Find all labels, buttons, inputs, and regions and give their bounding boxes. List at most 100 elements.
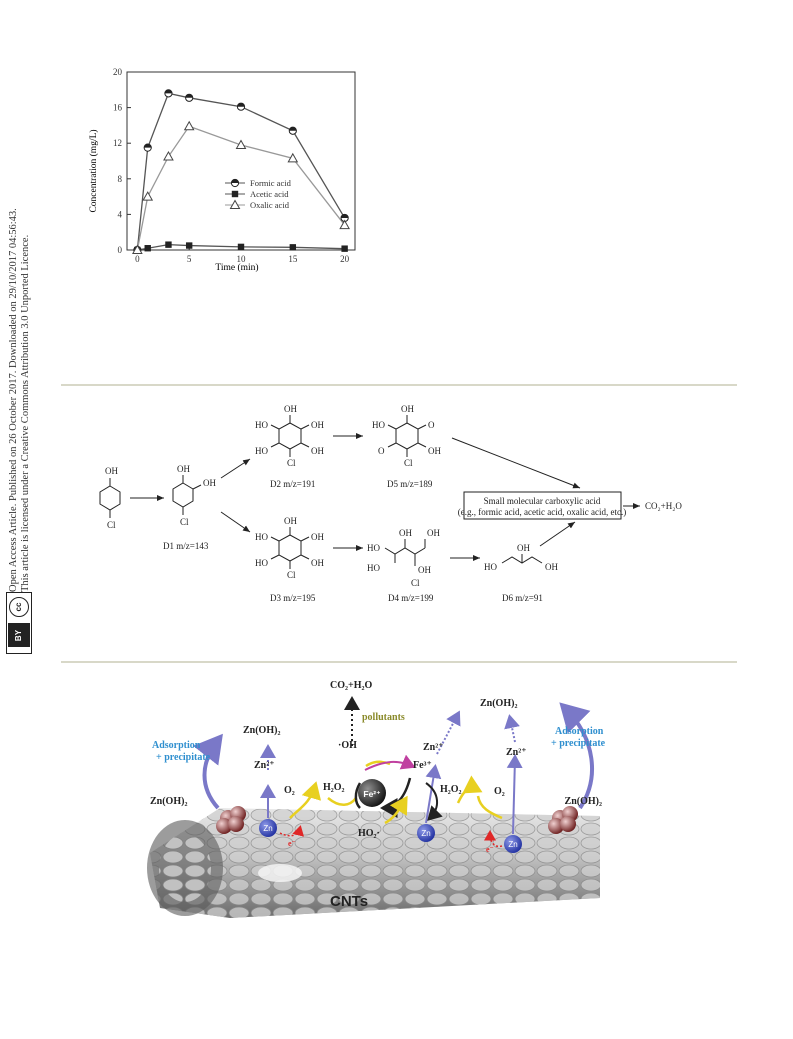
- precipitate-right-icon: [548, 806, 578, 834]
- legend-label: Oxalic acid: [250, 200, 290, 210]
- d3-cl: Cl: [287, 570, 296, 580]
- adsorption-right-line1: Adsorption: [555, 726, 604, 737]
- h2o2-left-label: H₂O₂: [323, 782, 345, 793]
- legend-marker-fill: [231, 179, 239, 183]
- electron-left-label: e⁻: [288, 839, 296, 848]
- license-sidebar: Open Access Article. Published on 26 Oct…: [0, 0, 40, 660]
- cnt-tube: [147, 808, 600, 918]
- data-point-oxalic-acid: [183, 120, 195, 131]
- d5-o1: O: [428, 420, 435, 430]
- y-tick-label: 8: [118, 174, 123, 184]
- d4-label: D4 m/z=199: [388, 593, 434, 603]
- precipitate-left-icon: [216, 806, 246, 834]
- d1-label: D1 m/z=143: [163, 541, 209, 551]
- cnts-label: CNTs: [330, 893, 368, 910]
- legend-marker: [231, 190, 239, 198]
- d6-oh: OH: [517, 543, 530, 553]
- data-point-formic-acid-fill: [185, 94, 193, 98]
- d3-ho1: HO: [255, 532, 268, 542]
- data-point-oxalic-acid: [142, 191, 154, 201]
- adsorption-left-line2: + precipitate: [156, 752, 211, 763]
- znoh2-top-right-label: Zn(OH)₂: [480, 698, 517, 709]
- box-line-1: Small molecular carboxylic acid: [484, 496, 601, 506]
- data-point-oxalic-acid: [235, 139, 247, 149]
- d5-label: D5 m/z=189: [387, 479, 433, 489]
- d6-label: D6 m/z=91: [502, 593, 543, 603]
- product-co2-h2o: CO₂+H₂O: [645, 501, 682, 511]
- adsorption-arrow-left: [193, 733, 223, 810]
- d2-ho1: HO: [255, 420, 268, 430]
- oh-radical-label: ·OH: [338, 740, 357, 751]
- data-point-formic-acid-fill: [237, 103, 245, 107]
- data-point-acetic-acid: [144, 245, 151, 252]
- data-point-acetic-acid: [289, 244, 297, 251]
- zn-ball-mid-icon: Zn: [417, 824, 435, 842]
- by-icon: BY: [8, 623, 30, 647]
- zn-ball-right-icon: Zn: [504, 835, 522, 853]
- d6-ho: HO: [484, 562, 497, 572]
- data-point-acetic-acid: [237, 243, 245, 251]
- d2-cl: Cl: [287, 458, 296, 468]
- d4-oh1: OH: [399, 528, 412, 538]
- plot-frame: [126, 71, 356, 251]
- fe3-label: Fe³⁺: [413, 760, 432, 771]
- adsorption-arrow-right: [559, 702, 594, 810]
- data-point-acetic-acid: [165, 241, 172, 248]
- o2-left-label: O₂: [284, 785, 295, 796]
- legend-label: Acetic acid: [250, 189, 289, 199]
- ho2-label: HO₂·: [358, 828, 380, 839]
- o2-right-label: O₂: [494, 786, 505, 797]
- data-point-acetic-acid: [185, 242, 193, 249]
- electron-right-label: e⁻: [486, 845, 494, 854]
- znoh2-side-right-label: Zn(OH)₂: [565, 796, 602, 807]
- degradation-pathway: OH Cl OH OH Cl D1 m/z=143 OH HO OH HO OH…: [99, 404, 682, 603]
- data-point-oxalic-acid: [132, 244, 143, 254]
- cc-by-badge[interactable]: cc BY: [6, 592, 32, 654]
- d5-ring: [395, 422, 419, 450]
- x-tick-label: 15: [288, 254, 298, 264]
- chart-x-label: Time (min): [215, 262, 258, 273]
- d4-oh3: OH: [418, 565, 431, 575]
- d1-oh2: OH: [203, 478, 216, 488]
- zn2-mid-label: Zn²⁺: [423, 742, 444, 753]
- y-tick-label: 12: [113, 138, 122, 148]
- co2-h2o-label: CO₂+H₂O: [330, 680, 372, 691]
- license-line-2: This article is licensed under a Creativ…: [20, 234, 31, 592]
- y-tick-label: 4: [118, 209, 123, 219]
- h2o2-right-label: H₂O₂: [440, 784, 462, 795]
- x-tick-label: 10: [237, 254, 247, 264]
- y-tick-label: 0: [118, 245, 123, 255]
- zn2-right-label: Zn²⁺: [506, 747, 527, 758]
- x-tick-label: 5: [187, 254, 192, 264]
- svg-text:Zn: Zn: [421, 829, 430, 838]
- start-cl: Cl: [107, 520, 116, 530]
- znoh2-top-left-label: Zn(OH)₂: [243, 725, 280, 736]
- d2-label: D2 m/z=191: [270, 479, 315, 489]
- license-line-1: Open Access Article. Published on 26 Oct…: [8, 208, 19, 592]
- adsorption-left-line1: Adsorption: [152, 740, 201, 751]
- d3-oh: OH: [311, 532, 324, 542]
- d2-ho2: HO: [255, 446, 268, 456]
- d5-oh: OH: [428, 446, 441, 456]
- zn-ball-left-icon: Zn: [259, 819, 277, 837]
- d4-cl: Cl: [411, 578, 420, 588]
- data-point-acetic-acid: [341, 245, 348, 252]
- d3-oh-top: OH: [284, 516, 297, 526]
- y-tick-label: 20: [113, 67, 123, 77]
- y-tick-label: 16: [113, 103, 123, 113]
- d1-cl: Cl: [180, 517, 189, 527]
- data-point-formic-acid-fill: [341, 214, 349, 218]
- zn2-left-label: Zn²⁺: [254, 760, 275, 771]
- box-line-2: (e.g., formic acid, acetic acid, oxalic …: [458, 507, 626, 517]
- pollutants-label: pollutants: [362, 712, 405, 723]
- d2-oh-top: OH: [284, 404, 297, 414]
- d2-oh2: OH: [311, 446, 324, 456]
- data-point-oxalic-acid: [339, 219, 350, 230]
- d1-oh1: OH: [177, 464, 190, 474]
- d5-oh-top: OH: [401, 404, 414, 414]
- carboxylic-acid-box: [463, 491, 622, 520]
- d4-oh2: OH: [427, 528, 440, 538]
- data-point-formic-acid-fill: [289, 127, 297, 131]
